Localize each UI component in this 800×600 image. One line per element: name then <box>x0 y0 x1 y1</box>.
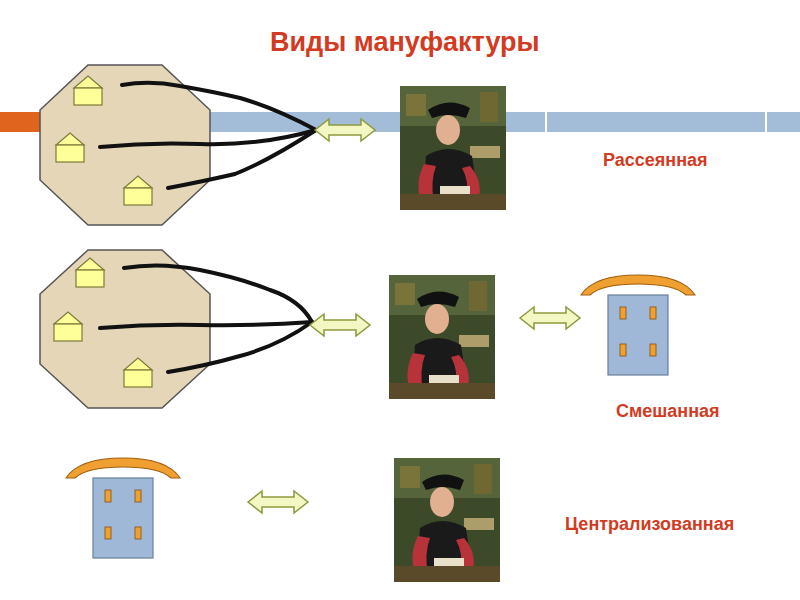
band-orange <box>0 112 40 132</box>
type-label: Рассеянная <box>603 150 708 171</box>
double-arrow <box>248 491 308 513</box>
village-octagon <box>40 250 210 408</box>
cottage <box>124 176 152 205</box>
workshop-building <box>581 275 695 375</box>
workshop-building <box>66 458 180 558</box>
cottage <box>74 76 102 105</box>
type-label: Централизованная <box>565 514 734 535</box>
cottage <box>124 358 152 387</box>
double-arrow <box>315 119 375 141</box>
cottage <box>56 133 84 162</box>
supply-lines <box>100 265 312 372</box>
merchant-portrait <box>389 275 495 399</box>
diagram-title: Виды мануфактуры <box>270 27 540 58</box>
double-arrow <box>520 307 580 329</box>
cottage <box>76 258 104 287</box>
double-arrow <box>310 314 370 336</box>
merchant-portrait <box>400 86 506 210</box>
cottage <box>54 312 82 341</box>
type-label: Смешанная <box>616 401 720 422</box>
merchant-portrait <box>394 458 500 582</box>
supply-lines <box>100 83 316 188</box>
